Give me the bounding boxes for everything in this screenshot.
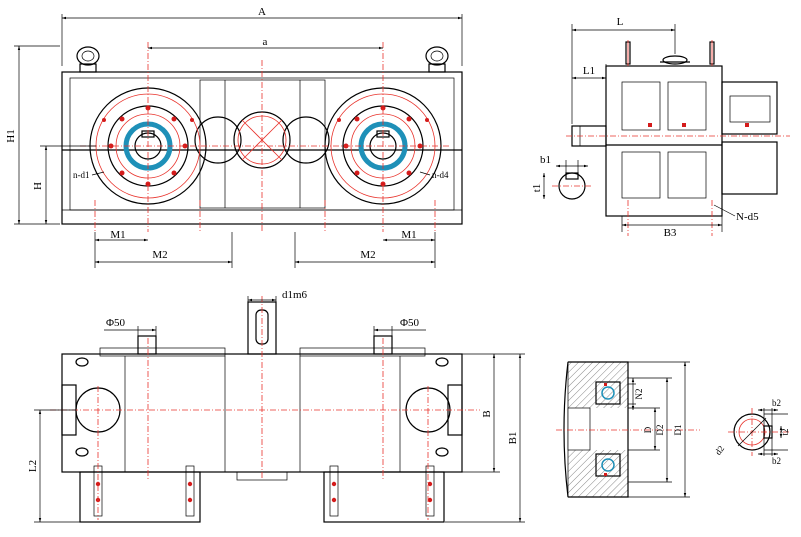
dim-phi50-left-label: Φ50 xyxy=(106,317,126,329)
dim-M1-left-label: M1 xyxy=(110,229,125,241)
dim-phi50-right-label: Φ50 xyxy=(400,317,420,329)
dim-d2-label: d2 xyxy=(713,444,726,457)
dim-M2-left-label: M2 xyxy=(152,249,167,261)
hole-N-d5-label: N-d5 xyxy=(736,211,759,223)
dim-b2-bottom-label: b2 xyxy=(772,456,781,466)
dim-D2-label: D2 xyxy=(655,425,665,436)
dim-M1-right-label: M1 xyxy=(401,229,416,241)
dim-H1-label: H1 xyxy=(5,129,17,142)
dim-D1-label: D1 xyxy=(673,425,683,436)
dim-D-label: D xyxy=(643,426,653,433)
dim-M2-right-label: M2 xyxy=(360,249,375,261)
bearing-section-view: N2 D D2 D1 xyxy=(556,361,700,498)
mounting-feet xyxy=(79,465,445,523)
side-view: b1 t1 L L1 B3 N-d5 xyxy=(531,16,790,239)
dim-b2-top-label: b2 xyxy=(772,398,781,408)
keyed-hub-detail: b2 b2 t2 d2 xyxy=(713,398,790,466)
dim-d1m6-label: d1m6 xyxy=(282,289,308,301)
front-view: A a H1 H n-d1 n-d4 M1 M1 M2 M2 xyxy=(5,6,463,268)
dim-t1-label: t1 xyxy=(531,184,543,193)
dim-L2-label: L2 xyxy=(27,460,39,472)
bolt-holes xyxy=(102,105,429,187)
top-view: Φ50 Φ50 d1m6 xyxy=(27,289,525,523)
hole-n-d1-label: n-d1 xyxy=(73,170,90,180)
hole-n-d4-label: n-d4 xyxy=(432,170,449,180)
dim-B3-label: B3 xyxy=(664,227,677,239)
dim-L-label: L xyxy=(617,16,624,28)
dim-H-label: H xyxy=(32,182,44,190)
dim-A-label: A xyxy=(258,6,266,18)
lifting-eye-left xyxy=(76,46,100,73)
dim-N2-label: N2 xyxy=(634,389,644,400)
side-bolts xyxy=(625,40,715,66)
dim-B-label: B xyxy=(481,410,493,417)
dim-a-label: a xyxy=(263,36,268,48)
dim-L1-label: L1 xyxy=(583,65,595,77)
dim-t2-label: t2 xyxy=(780,428,790,435)
dim-b1-label: b1 xyxy=(540,154,551,166)
lifting-eye-right xyxy=(425,46,449,73)
dim-B1-label: B1 xyxy=(507,432,519,445)
